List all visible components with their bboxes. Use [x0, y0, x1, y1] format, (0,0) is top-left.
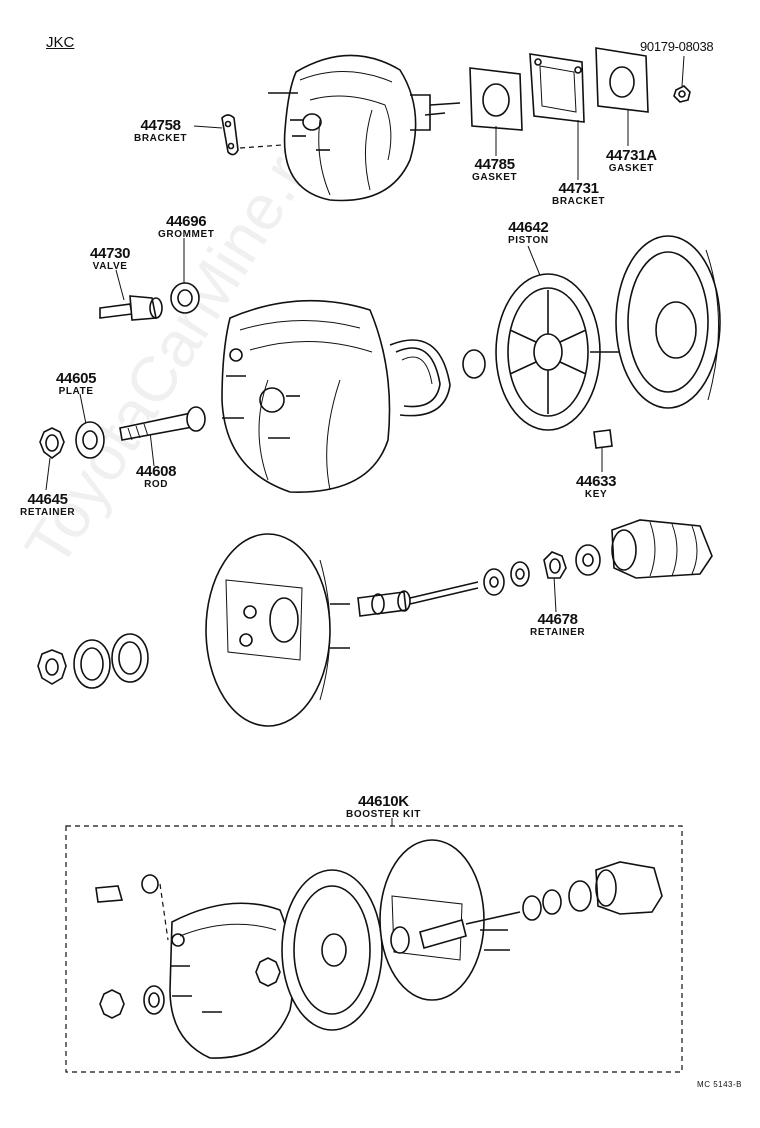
booster-kit-contents [95, 839, 663, 1059]
operating-rod [357, 581, 479, 617]
label-44785: 44785 GASKET [472, 156, 518, 183]
retainer-44645 [39, 427, 65, 459]
diagram-code: JKC [46, 34, 75, 51]
seal-set-left [37, 633, 149, 689]
gasket-44731a [595, 47, 649, 113]
label-44696: 44696 GROMMET [158, 213, 215, 240]
valve-44730 [99, 295, 163, 321]
gasket-44785 [469, 67, 523, 131]
booster-assembly-top [268, 54, 461, 202]
reaction-ring [462, 349, 486, 379]
label-44758: 44758 BRACKET [134, 117, 188, 144]
label-90179: 90179-08038 [640, 39, 714, 54]
label-44730: 44730 VALVE [90, 245, 131, 272]
nut-90179 [673, 85, 691, 103]
front-shell [205, 533, 350, 727]
label-44645: 44645 RETAINER [20, 491, 76, 518]
bracket-44731 [529, 53, 585, 123]
label-44608: 44608 ROD [136, 463, 177, 490]
dust-boot [611, 519, 713, 579]
label-44605: 44605 PLATE [56, 370, 97, 397]
retainer-44678 [543, 551, 567, 579]
reference-code: MC 5143-B [697, 1080, 742, 1089]
label-44642: 44642 PISTON [508, 219, 549, 246]
label-44731: 44731 BRACKET [552, 180, 606, 207]
rod-44608 [119, 406, 206, 441]
piston-44642 [495, 273, 636, 431]
leader-lines [45, 55, 685, 613]
rear-shell-upper [615, 235, 721, 409]
valve-train-parts [483, 544, 601, 596]
booster-shell-middle [221, 299, 391, 493]
label-44633: 44633 KEY [576, 473, 617, 500]
booster-kit-box [65, 825, 683, 1073]
diaphragm-spring [389, 339, 451, 417]
key-44633 [593, 429, 613, 449]
plate-44605 [75, 421, 105, 459]
grommet-44696 [170, 282, 200, 314]
label-44610k: 44610K BOOSTER KIT [346, 793, 421, 820]
label-44678: 44678 RETAINER [530, 611, 586, 638]
bracket-44758 [221, 114, 283, 156]
label-44731a: 44731A GASKET [606, 147, 657, 174]
